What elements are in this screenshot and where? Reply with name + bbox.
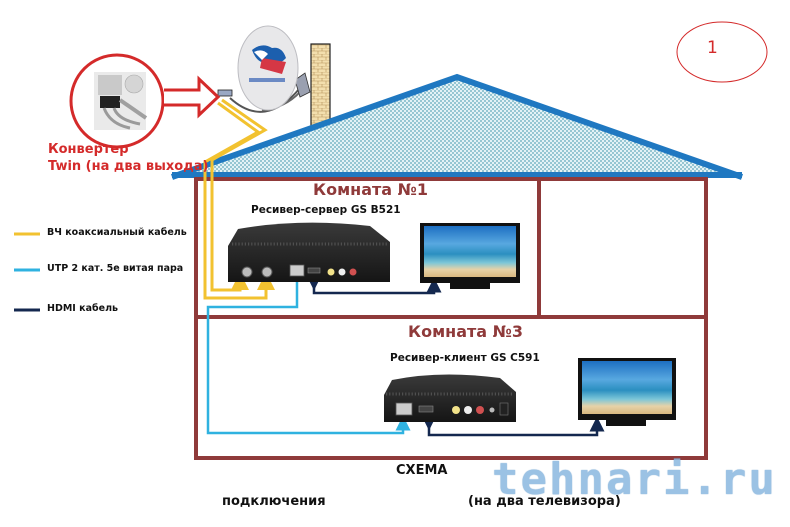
page-number: 1 [707,38,718,58]
room3-title: Комната №3 [408,322,524,341]
roof [171,73,743,180]
legend [14,232,40,312]
converter-label-line2: Twin (на два выхода) [48,159,209,174]
tv-room1 [420,223,520,289]
tv-room3 [578,358,676,426]
house-walls [194,177,708,460]
legend-label-hdmi: HDMI кабель [47,303,119,314]
converter-label-line1: Конвертер [48,142,129,157]
caption-subtitle-right: (на два телевизора) [468,494,621,509]
satellite-dish [217,25,311,113]
room3-device-label: Ресивер-клиент GS C591 [390,352,540,364]
coax-cable-run [203,98,275,300]
legend-label-utp: UTP 2 кат. 5е витая пара [47,263,184,274]
hdmi-cable-runs [306,275,605,437]
watermark: tehnari.ru [492,454,777,505]
receiver-server-device [228,222,390,282]
chimney [310,43,331,129]
page-number-circle [676,21,768,83]
receiver-client-device [384,374,516,422]
utp-cable-run [206,282,411,435]
converter-zoom-circle [69,53,165,149]
legend-label-coax: ВЧ коаксиальный кабель [47,227,187,238]
caption-title: СХЕМА [396,463,448,478]
caption-subtitle-left: подключения [222,494,326,509]
room1-title: Комната №1 [313,180,429,199]
room1-device-label: Ресивер-сервер GS B521 [251,204,401,216]
converter-arrow-icon [164,75,221,119]
